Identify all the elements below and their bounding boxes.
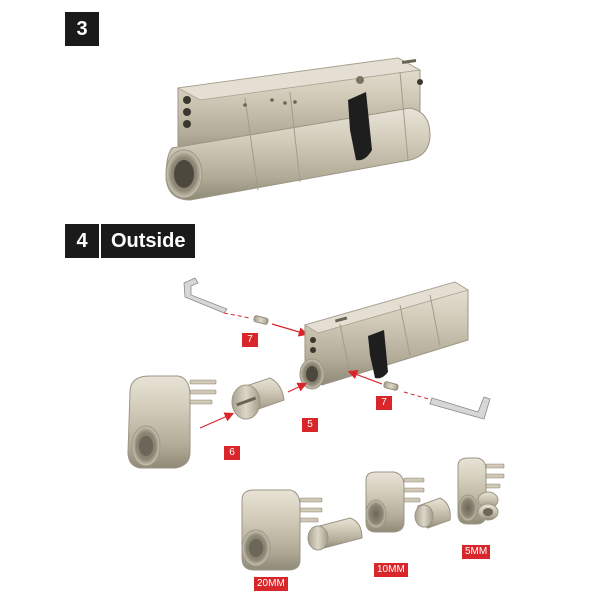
size-label-20mm: 20MM [254,577,288,591]
callout-pin-right: 7 [376,396,392,410]
hex-key-right [429,396,491,420]
size-label-5mm: 5MM [462,545,491,559]
insert-module [127,375,217,469]
pin-top [253,315,269,325]
exploded-cylinder [299,281,469,390]
callout-cam: 5 [302,418,318,432]
step-4-title: Outside [101,224,196,258]
step-3-badge: 3 [65,12,99,46]
variant-5mm [457,457,505,525]
pin-right [383,381,399,391]
cam-piece [231,377,285,420]
size-label-10mm: 10MM [374,563,408,577]
variant-20mm [241,489,363,571]
cam-icon [348,92,372,161]
variant-10mm [365,471,451,533]
callout-pin-top: 7 [242,333,258,347]
callout-insert: 6 [224,446,240,460]
step-4-badge: 4 [65,224,99,258]
assembled-cylinder [165,57,431,201]
hex-key-left [183,277,228,314]
